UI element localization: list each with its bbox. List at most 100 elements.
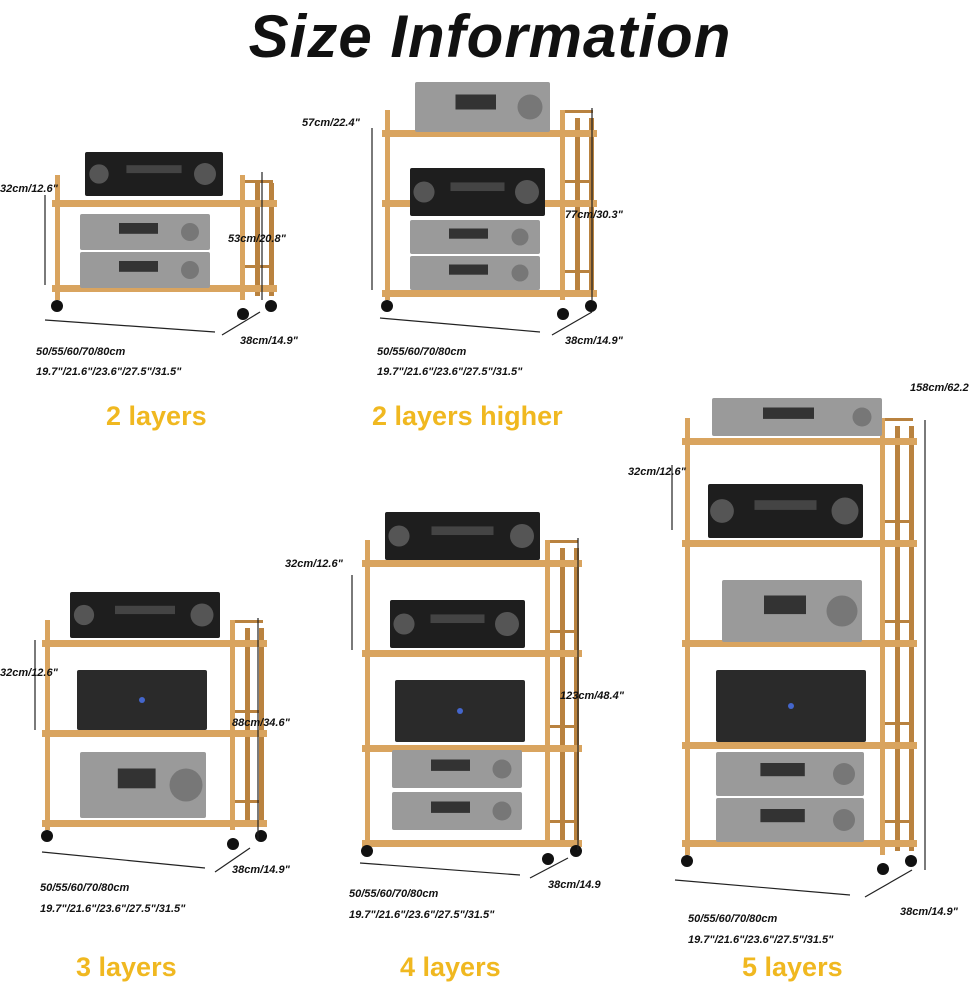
caster-wheel (41, 830, 53, 842)
rack-shelf (362, 650, 582, 657)
rack-post (365, 540, 370, 845)
display-panel (450, 182, 505, 192)
power-led (139, 697, 145, 703)
rack-post (255, 183, 260, 296)
rack-rail (235, 620, 263, 623)
rack-shelf (682, 640, 917, 647)
knob (181, 261, 199, 279)
rack-rail (550, 725, 578, 728)
caster-wheel (585, 300, 597, 312)
audio-device (708, 484, 863, 538)
rack-post (909, 426, 914, 851)
total-height-label-2-layers: 53cm/20.8" (228, 233, 286, 245)
total-height-label-5-layers: 158cm/62.2 (910, 382, 969, 394)
knob (833, 809, 855, 831)
caster-wheel (255, 830, 267, 842)
caster-wheel (227, 838, 239, 850)
rack-shelf (42, 730, 267, 737)
knob (413, 181, 435, 203)
knob (495, 612, 519, 636)
total-height-label-3-layers: 88cm/34.6" (232, 717, 290, 729)
dimension-line (551, 311, 593, 336)
rack-rail (245, 265, 273, 268)
power-led (788, 703, 794, 709)
knob (852, 407, 872, 427)
shelf-height-label-3-layers: 32cm/12.6" (0, 667, 58, 679)
knob (492, 801, 512, 821)
caster-wheel (877, 863, 889, 875)
width-in-label-3-layers: 19.7"/21.6"/23.6"/27.5"/31.5" (40, 903, 186, 915)
dimension-line (529, 857, 569, 879)
dimension-line (221, 311, 261, 336)
rack-rail (565, 180, 593, 183)
rack-rail (885, 520, 913, 523)
caster-wheel (237, 308, 249, 320)
rack-post (259, 628, 264, 826)
rack-rail (565, 270, 593, 273)
shelf-height-label-5-layers: 32cm/12.6" (628, 466, 686, 478)
audio-device (390, 600, 525, 648)
total-height-label-4-layers: 123cm/48.4" (560, 690, 624, 702)
caster-wheel (265, 300, 277, 312)
knob (826, 595, 858, 627)
rack-shelf (362, 560, 582, 567)
display-panel (119, 223, 158, 234)
depth-label-2-layers: 38cm/14.9" (240, 335, 298, 347)
rack-post (574, 548, 579, 841)
width-in-label-2-layers-higher: 19.7"/21.6"/23.6"/27.5"/31.5" (377, 366, 523, 378)
rack-shelf (362, 745, 582, 752)
caster-wheel (557, 308, 569, 320)
depth-label-4-layers: 38cm/14.9 (548, 879, 601, 891)
rack-post (45, 620, 50, 830)
rack-rail (550, 820, 578, 823)
rack-post (685, 418, 690, 855)
display-panel (119, 261, 158, 272)
knob (169, 768, 203, 802)
display-panel (763, 407, 814, 419)
shelf-height-label-4-layers: 32cm/12.6" (285, 558, 343, 570)
rack-post (230, 620, 235, 830)
rack-post (240, 175, 245, 300)
knob (190, 603, 214, 627)
rack-post (55, 175, 60, 300)
rack-rail (550, 540, 578, 543)
rack-post (895, 426, 900, 851)
rack-shelf (382, 130, 597, 137)
knob (89, 164, 109, 184)
caption-4-layers: 4 layers (400, 952, 501, 982)
audio-device (85, 152, 223, 196)
rack-shelf (682, 742, 917, 749)
display-panel (449, 228, 488, 239)
display-panel (754, 500, 817, 510)
rack-post (560, 548, 565, 841)
dimension-line (214, 847, 251, 873)
knob (181, 223, 199, 241)
width-cm-label-3-layers: 50/55/60/70/80cm (40, 882, 130, 894)
width-in-label-4-layers: 19.7"/21.6"/23.6"/27.5"/31.5" (349, 909, 495, 921)
caption-2-layers-higher: 2 layers higher (372, 401, 563, 431)
display-panel (115, 605, 175, 615)
knob (73, 604, 95, 626)
rack-post (245, 628, 250, 826)
width-in-label-2-layers: 19.7"/21.6"/23.6"/27.5"/31.5" (36, 366, 182, 378)
depth-label-2-layers-higher: 38cm/14.9" (565, 335, 623, 347)
depth-label-3-layers: 38cm/14.9" (232, 864, 290, 876)
caster-wheel (542, 853, 554, 865)
rack-shelf (42, 820, 267, 827)
knob (388, 525, 410, 547)
rack-shelf (52, 200, 277, 207)
audio-device (410, 168, 545, 216)
total-height-label-2-layers-higher: 77cm/30.3" (565, 209, 623, 221)
caption-3-layers: 3 layers (76, 952, 177, 982)
width-cm-label-4-layers: 50/55/60/70/80cm (349, 888, 439, 900)
rack-shelf (682, 840, 917, 847)
knob (492, 759, 512, 779)
width-in-label-5-layers: 19.7"/21.6"/23.6"/27.5"/31.5" (688, 934, 834, 946)
rack-rail (235, 710, 263, 713)
display-panel (455, 94, 496, 110)
rack-rail (565, 110, 593, 113)
rack-shelf (362, 840, 582, 847)
rack-rail (885, 722, 913, 725)
caster-wheel (51, 300, 63, 312)
